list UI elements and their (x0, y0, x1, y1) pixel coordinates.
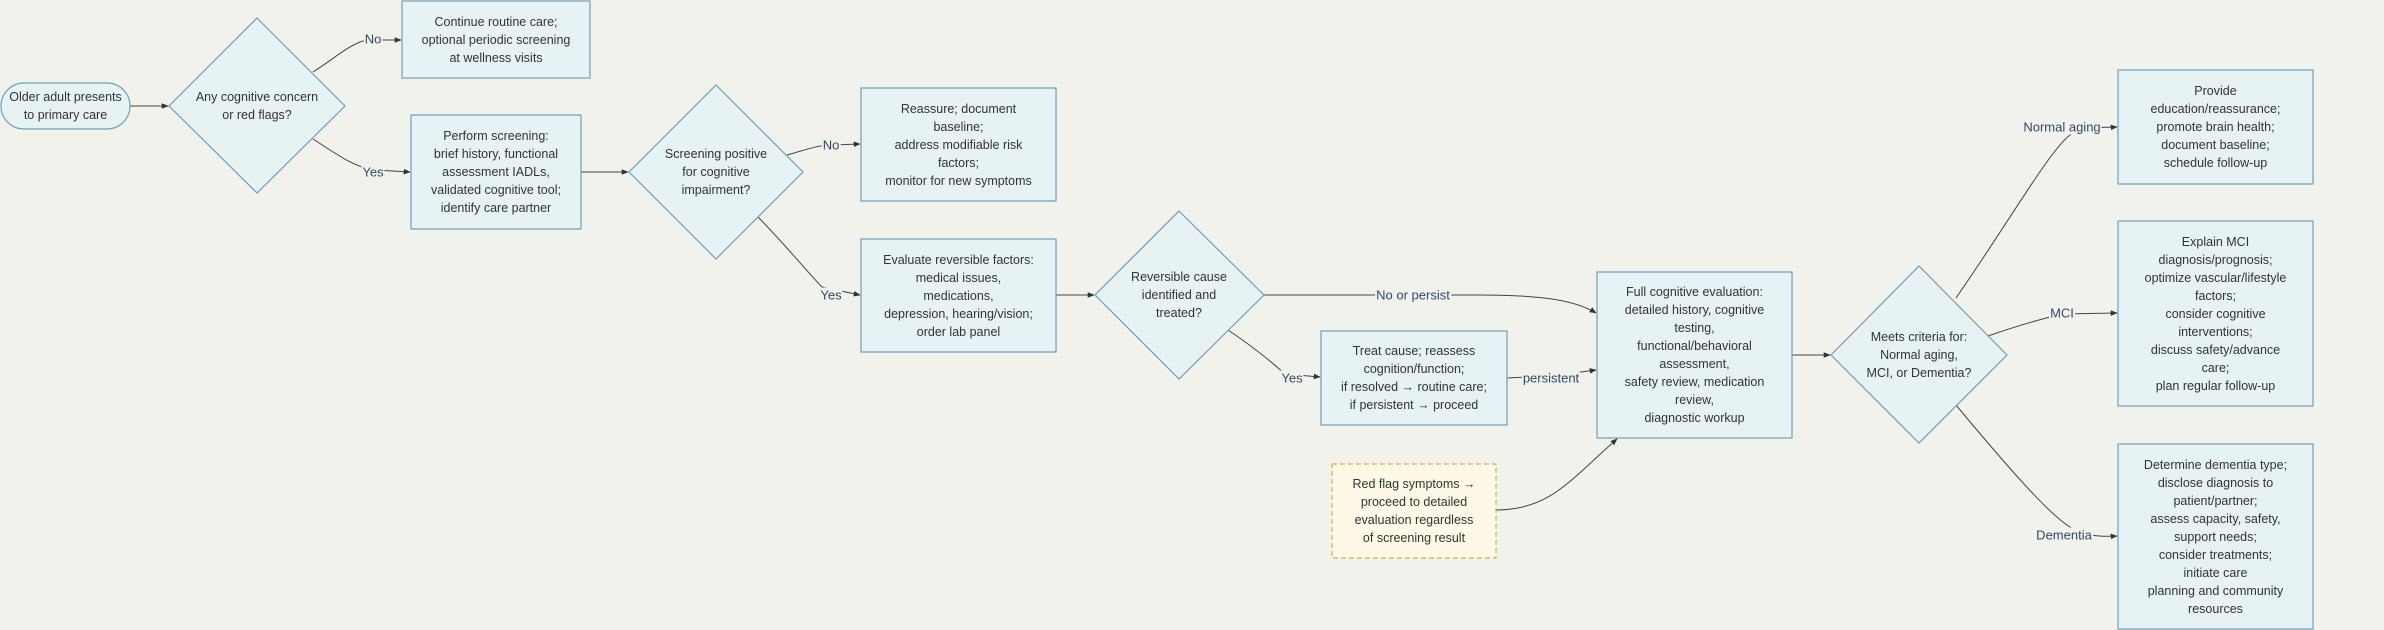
decision-reversible (1094, 210, 1265, 380)
edge-redflag-fulleval (1495, 438, 1618, 511)
decision-criteria (1830, 265, 2008, 444)
edge-label-dementia: Dementia (2035, 527, 2093, 543)
edge-label-yes-2: Yes (819, 287, 843, 303)
edge-q-treat (1227, 329, 1321, 380)
edge-q-fulleval (1264, 294, 1597, 314)
box-full-eval (1596, 271, 1793, 439)
edge-label-mci: MCI (2049, 305, 2075, 321)
edge-label-normal-aging: Normal aging (2022, 119, 2102, 135)
edge-label-no-2: No (821, 137, 841, 153)
reversible-eval-label: Evaluate reversible factors: medical iss… (883, 252, 1034, 339)
shapes (0, 0, 2314, 630)
screening-label: Perform screening: brief history, functi… (431, 129, 561, 215)
box-normal (2117, 69, 2314, 185)
decision-reversible-label: Reversible cause identified and treated? (1131, 270, 1227, 320)
edge-label-persistent: persistent (1521, 370, 1581, 386)
box-treat (1320, 330, 1508, 426)
box-reassure (860, 87, 1057, 202)
edge-label-yes-3: Yes (1280, 370, 1304, 386)
dementia-label: Determine dementia type; disclose diagno… (2143, 457, 2288, 616)
edge-label-yes-1: Yes (361, 164, 385, 180)
decision-screen-positive (628, 84, 804, 260)
box-reversible-eval (860, 238, 1057, 353)
box-mci (2117, 220, 2314, 407)
red-flag-label: Red flag symptoms → proceed to detailed … (1352, 477, 1476, 545)
edge-concern-routine (312, 37, 402, 73)
edge-screenpos-reversible (757, 216, 861, 297)
decision-concern (168, 17, 346, 194)
edge-criteria-dementia (1955, 404, 2118, 540)
decision-criteria-label: Meets criteria for: Normal aging, MCI, o… (1866, 330, 1972, 380)
routine-care-label: Continue routine care; optional periodic… (421, 14, 571, 65)
decision-screen-positive-label: Screening positive for cognitive impairm… (664, 147, 768, 197)
mci-label: Explain MCI diagnosis/prognosis; optimiz… (2144, 234, 2287, 393)
box-screening (410, 114, 582, 230)
normal-label: Provide education/reassurance; promote b… (2150, 84, 2281, 170)
box-routine-care (401, 0, 591, 79)
start-terminal (0, 82, 131, 130)
treat-label: Treat cause; reassess cognition/function… (1341, 344, 1487, 412)
start-label: Older adult presents to primary care (9, 90, 122, 122)
reassure-label: Reassure; document baseline; address mod… (885, 101, 1032, 188)
edge-criteria-normal (1955, 124, 2118, 299)
edge-label-no-or-persist: No or persist (1375, 287, 1451, 303)
full-eval-label: Full cognitive evaluation: detailed hist… (1624, 285, 1765, 425)
box-dementia (2117, 443, 2314, 630)
edge-label-no-1: No (363, 31, 383, 47)
decision-concern-label: Any cognitive concern or red flags? (195, 90, 319, 122)
note-red-flag (1331, 463, 1497, 559)
